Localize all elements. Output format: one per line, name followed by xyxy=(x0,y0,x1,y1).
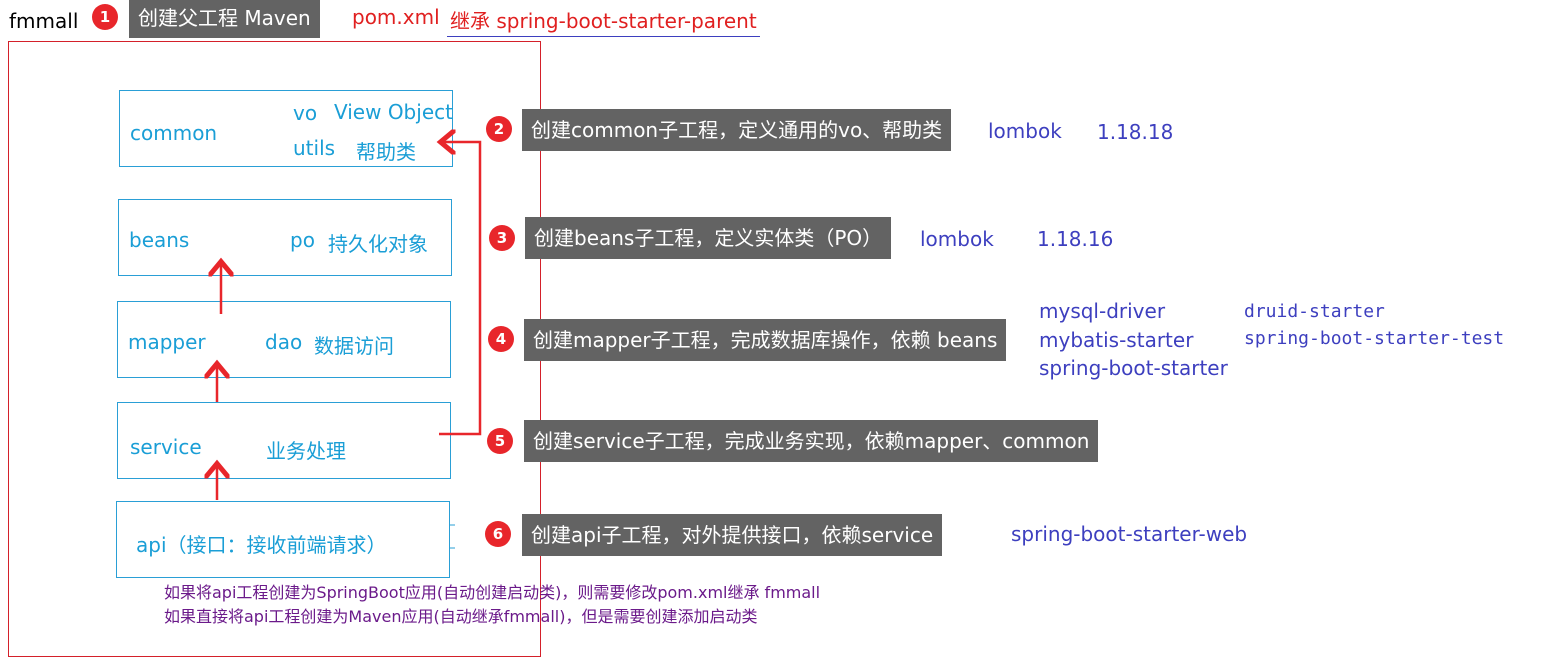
beans-dep-lib: lombok xyxy=(920,227,994,251)
step-5-callout: 创建service子工程，完成业务实现，依赖mapper、common xyxy=(524,420,1099,462)
step-6-callout: 创建api子工程，对外提供接口，依赖service xyxy=(522,514,943,556)
module-common-vo: vo xyxy=(293,101,318,125)
step-1-badge: 1 xyxy=(92,4,118,30)
mapper-dep-druid-starter: druid-starter xyxy=(1244,301,1385,322)
pom-inherit-label: 继承 spring-boot-starter-parent xyxy=(447,5,760,37)
beans-dep-version: 1.18.16 xyxy=(1037,227,1114,251)
step-4-badge: 4 xyxy=(488,326,514,352)
module-mapper-box: mapper dao 数据访问 xyxy=(117,301,451,378)
root-project-label: fmmall xyxy=(9,9,79,33)
mapper-dep-spring-boot-starter-test: spring-boot-starter-test xyxy=(1244,328,1505,349)
module-common-box: common vo View Object utils 帮助类 xyxy=(119,90,453,167)
module-beans-name: beans xyxy=(129,228,190,252)
api-dep-lib: spring-boot-starter-web xyxy=(1011,522,1248,546)
module-service-desc: 业务处理 xyxy=(266,439,346,463)
note-line-1: 如果将api工程创建为SpringBoot应用(自动创建启动类)，则需要修改po… xyxy=(164,583,821,602)
module-api-name: api（接口：接收前端请求） xyxy=(136,533,387,557)
mapper-dep-mysql-driver: mysql-driver xyxy=(1039,299,1166,323)
mapper-dep-mybatis-starter: mybatis-starter xyxy=(1039,328,1194,352)
module-common-utils-desc: 帮助类 xyxy=(356,140,416,164)
module-beans-box: beans po 持久化对象 xyxy=(118,199,452,276)
module-common-name: common xyxy=(130,121,218,145)
step-2-badge: 2 xyxy=(486,116,512,142)
arrow-service-to-common xyxy=(439,142,482,436)
step-4-callout: 创建mapper子工程，完成数据库操作，依赖 beans xyxy=(524,319,1007,361)
pom-file-label: pom.xml xyxy=(352,5,440,29)
module-beans-po-desc: 持久化对象 xyxy=(328,232,428,256)
module-service-name: service xyxy=(130,435,202,459)
mapper-dep-spring-boot-starter: spring-boot-starter xyxy=(1039,356,1228,380)
module-common-vo-desc: View Object xyxy=(334,100,453,124)
note-line-2: 如果直接将api工程创建为Maven应用(自动继承fmmall)，但是需要创建添… xyxy=(164,607,758,626)
module-mapper-dao-desc: 数据访问 xyxy=(314,334,394,358)
module-mapper-dao: dao xyxy=(265,330,303,354)
module-service-box: service 业务处理 xyxy=(117,402,451,479)
module-common-utils: utils xyxy=(293,136,336,160)
module-mapper-name: mapper xyxy=(128,330,206,354)
module-beans-po: po xyxy=(290,228,315,252)
common-dep-lib: lombok xyxy=(988,119,1062,143)
step-3-callout: 创建beans子工程，定义实体类（PO） xyxy=(525,217,892,259)
step-1-callout: 创建父工程 Maven xyxy=(129,0,320,38)
module-api-box: api（接口：接收前端请求） xyxy=(116,501,450,578)
step-5-badge: 5 xyxy=(487,428,513,454)
step-2-callout: 创建common子工程，定义通用的vo、帮助类 xyxy=(522,109,952,151)
step-6-badge: 6 xyxy=(485,521,511,547)
step-3-badge: 3 xyxy=(489,225,515,251)
common-dep-version: 1.18.18 xyxy=(1097,120,1174,144)
